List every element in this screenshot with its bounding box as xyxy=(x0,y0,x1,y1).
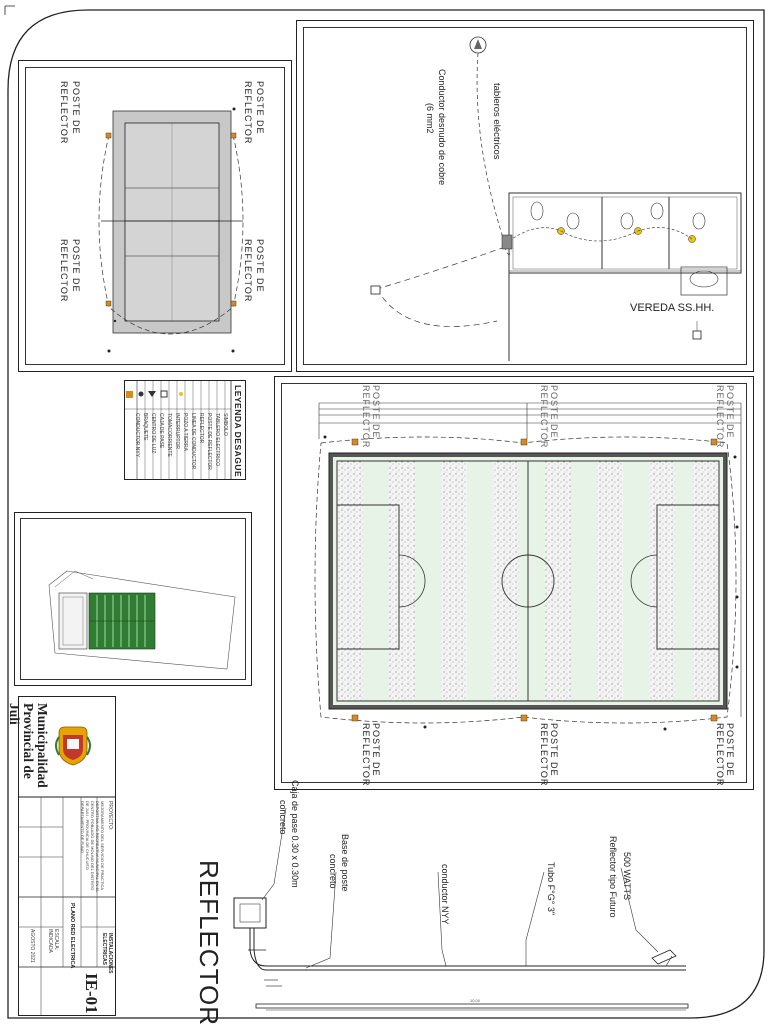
label-tubo: Tubo F°G° 3" xyxy=(546,862,556,916)
label-caja-pase-2: concreto xyxy=(278,800,288,835)
scale-label: ESCALA: xyxy=(53,929,59,951)
field-pole-label-5a: POSTE DE xyxy=(549,723,559,777)
sheet-title: PLANO RED ELECTRICA xyxy=(69,903,75,969)
legend-row-11: CONDUCTOR NYY xyxy=(134,413,140,458)
label-base-poste-2: concreto xyxy=(328,854,338,889)
legend-row-8: CAJA DE PASE xyxy=(158,413,164,449)
field-pole-label-3a: POSTE DE xyxy=(725,385,735,439)
label-vereda: VEREDA SS.HH. xyxy=(630,302,715,314)
pole-label-tr-2: REFLECTOR xyxy=(243,81,253,145)
pole-label-br-1: POSTE DE xyxy=(255,239,265,293)
label-conductor-2: (6 mm2 xyxy=(425,103,435,134)
field-pole-label-2b: REFLECTOR xyxy=(539,385,549,449)
label-base-poste-1: Base de poste xyxy=(340,834,350,892)
location-plan-drawing xyxy=(48,570,236,670)
legend-row-2: POSTE DE REFLECTOR xyxy=(206,413,212,470)
label-reflector-type: Reflector tipo Futuro xyxy=(608,836,618,918)
main-field-drawing xyxy=(314,402,742,731)
pole-label-tr-1: POSTE DE xyxy=(255,81,265,135)
legend-row-10: BRAQUETE xyxy=(142,413,148,441)
sheet-number: IE-01 xyxy=(82,973,101,1014)
pole-label-tl-1: POSTE DE xyxy=(71,81,81,135)
reflector-title: REFLECTOR xyxy=(194,860,224,1026)
restroom-drawing xyxy=(370,36,742,361)
svg-text:10.00: 10.00 xyxy=(470,998,481,1003)
panel-restroom-detail: tableros eléctricos Conductor desnudo de… xyxy=(296,20,754,372)
field-pole-label-1b: REFLECTOR xyxy=(361,385,371,449)
specialty: INSTALACIONES ELECTRICAS xyxy=(101,933,113,974)
project-description: MEJORAMIENTO DEL SERVICIO DE PRACTICA DE… xyxy=(80,801,105,893)
legend-row-7: TOMACORRIENTE xyxy=(166,413,172,457)
field-pole-label-4a: POSTE DE xyxy=(371,723,381,777)
pole-label-bl-2: REFLECTOR xyxy=(59,239,69,303)
institution-name: Municipalidad Provincial de Juli xyxy=(7,703,50,788)
project-label: PROYECTO: xyxy=(107,801,113,831)
field-pole-label-6b: REFLECTOR xyxy=(715,723,725,787)
field-pole-label-4b: REFLECTOR xyxy=(361,723,371,787)
panel-small-court: POSTE DE REFLECTOR POSTE DE REFLECTOR PO… xyxy=(18,60,292,372)
title-block: Municipalidad Provincial de Juli PROYECT… xyxy=(7,696,116,1016)
field-pole-label-3b: REFLECTOR xyxy=(715,385,725,449)
label-500-watts: 500 WATTS xyxy=(622,852,632,901)
municipal-crest-icon xyxy=(55,726,91,766)
legend-row-6: INTERRUPTOR xyxy=(174,413,180,450)
label-conductor-1: Conductor desnudo de cobre xyxy=(437,69,447,186)
small-court-drawing xyxy=(98,107,244,353)
legend-row-5: POZO A TIERRA xyxy=(182,413,188,451)
field-pole-label-5b: REFLECTOR xyxy=(539,723,549,787)
reflector-detail-drawing: 10.00 xyxy=(233,807,689,1011)
scale-value: INDICADA xyxy=(47,929,53,953)
label-conductor-nyy: conductor NYY xyxy=(440,864,450,925)
pole-label-br-2: REFLECTOR xyxy=(243,239,253,303)
pole-label-tl-2: REFLECTOR xyxy=(59,81,69,145)
panel-main-field: POSTE DE REFLECTOR POSTE DE REFLECTOR PO… xyxy=(274,376,754,790)
legend-row-9: CENTRO DE LUZ xyxy=(150,413,156,454)
legend-row-1: TABLERO ELECTRICO xyxy=(214,413,220,466)
label-tableros: tableros eléctricos xyxy=(491,83,502,160)
legend-row-0: SIMBOLO xyxy=(222,413,228,436)
legend-table: LEYENDA DESAGUE SIMBOLO TABLERO ELECTRIC… xyxy=(124,380,246,480)
legend-row-4: LINEA DE CONDUCTOR xyxy=(190,413,196,470)
label-caja-pase-1: Caja de pase 0.30 x 0.30m xyxy=(290,780,300,888)
field-pole-label-1a: POSTE DE xyxy=(371,385,381,439)
pole-label-bl-1: POSTE DE xyxy=(71,239,81,293)
date: AGOSTO 2021 xyxy=(29,929,35,963)
legend-row-3: REFLECTOR xyxy=(198,413,204,444)
field-pole-label-6a: POSTE DE xyxy=(725,723,735,777)
panel-location-plan xyxy=(14,512,252,686)
field-pole-label-2a: POSTE DE xyxy=(549,385,559,439)
legend-title: LEYENDA DESAGUE xyxy=(233,385,243,478)
